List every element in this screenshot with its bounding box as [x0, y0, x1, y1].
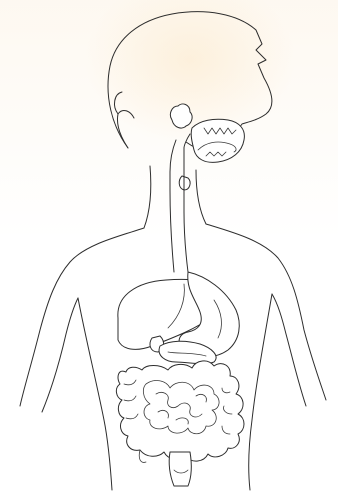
rectum: [169, 452, 191, 486]
right-inner-arm: [272, 294, 306, 406]
mouth-cavity: [191, 119, 244, 162]
pharynx-left: [170, 140, 176, 190]
salivary-gland: [170, 104, 192, 128]
neck-left: [144, 166, 151, 228]
head-outline: [108, 12, 272, 150]
throat-right: [184, 134, 190, 148]
esophagus-right: [184, 148, 188, 272]
epiglottis: [179, 176, 190, 190]
left-inner-arm: [42, 298, 78, 412]
torso-left: [78, 298, 112, 490]
esophagus-left: [170, 190, 174, 272]
hair-line: [117, 111, 134, 148]
torso-right: [249, 294, 272, 490]
neck-right: [196, 170, 206, 224]
